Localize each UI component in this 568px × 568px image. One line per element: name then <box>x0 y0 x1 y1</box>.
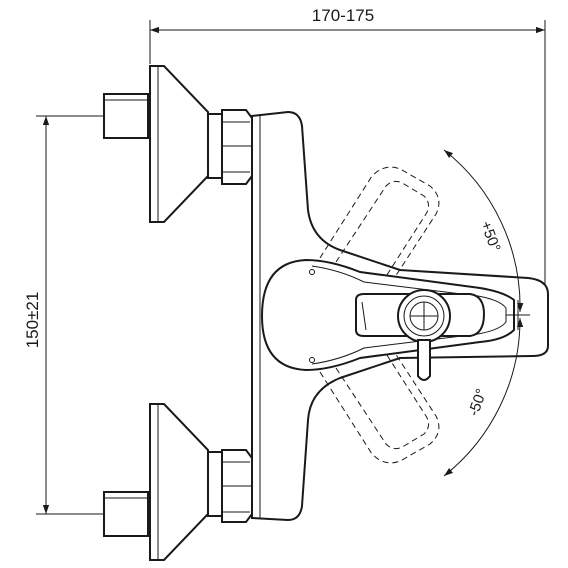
top-connection <box>103 65 253 223</box>
height-label: 150±21 <box>23 292 42 349</box>
bottom-inlet-pipe <box>103 491 149 537</box>
lever-position-plus50 <box>319 166 440 301</box>
width-label: 170-175 <box>312 6 374 25</box>
rotation-arc-minus <box>443 317 524 477</box>
bottom-connection <box>103 403 253 561</box>
diverter-knob <box>397 289 451 381</box>
rotation-arc-plus <box>443 149 524 313</box>
diverter-knob-tab <box>417 339 431 381</box>
top-escutcheon <box>149 65 209 223</box>
rotation-label-minus: -50° <box>465 387 490 419</box>
lever-position-minus50 <box>319 329 440 464</box>
width-dimension: 170-175 <box>149 6 546 300</box>
height-dimension: 150±21 <box>23 115 104 515</box>
top-hex-nut <box>221 109 253 185</box>
bottom-escutcheon <box>149 403 209 561</box>
top-inlet-pipe <box>103 93 149 139</box>
rotation-label-plus: +50° <box>477 219 504 254</box>
